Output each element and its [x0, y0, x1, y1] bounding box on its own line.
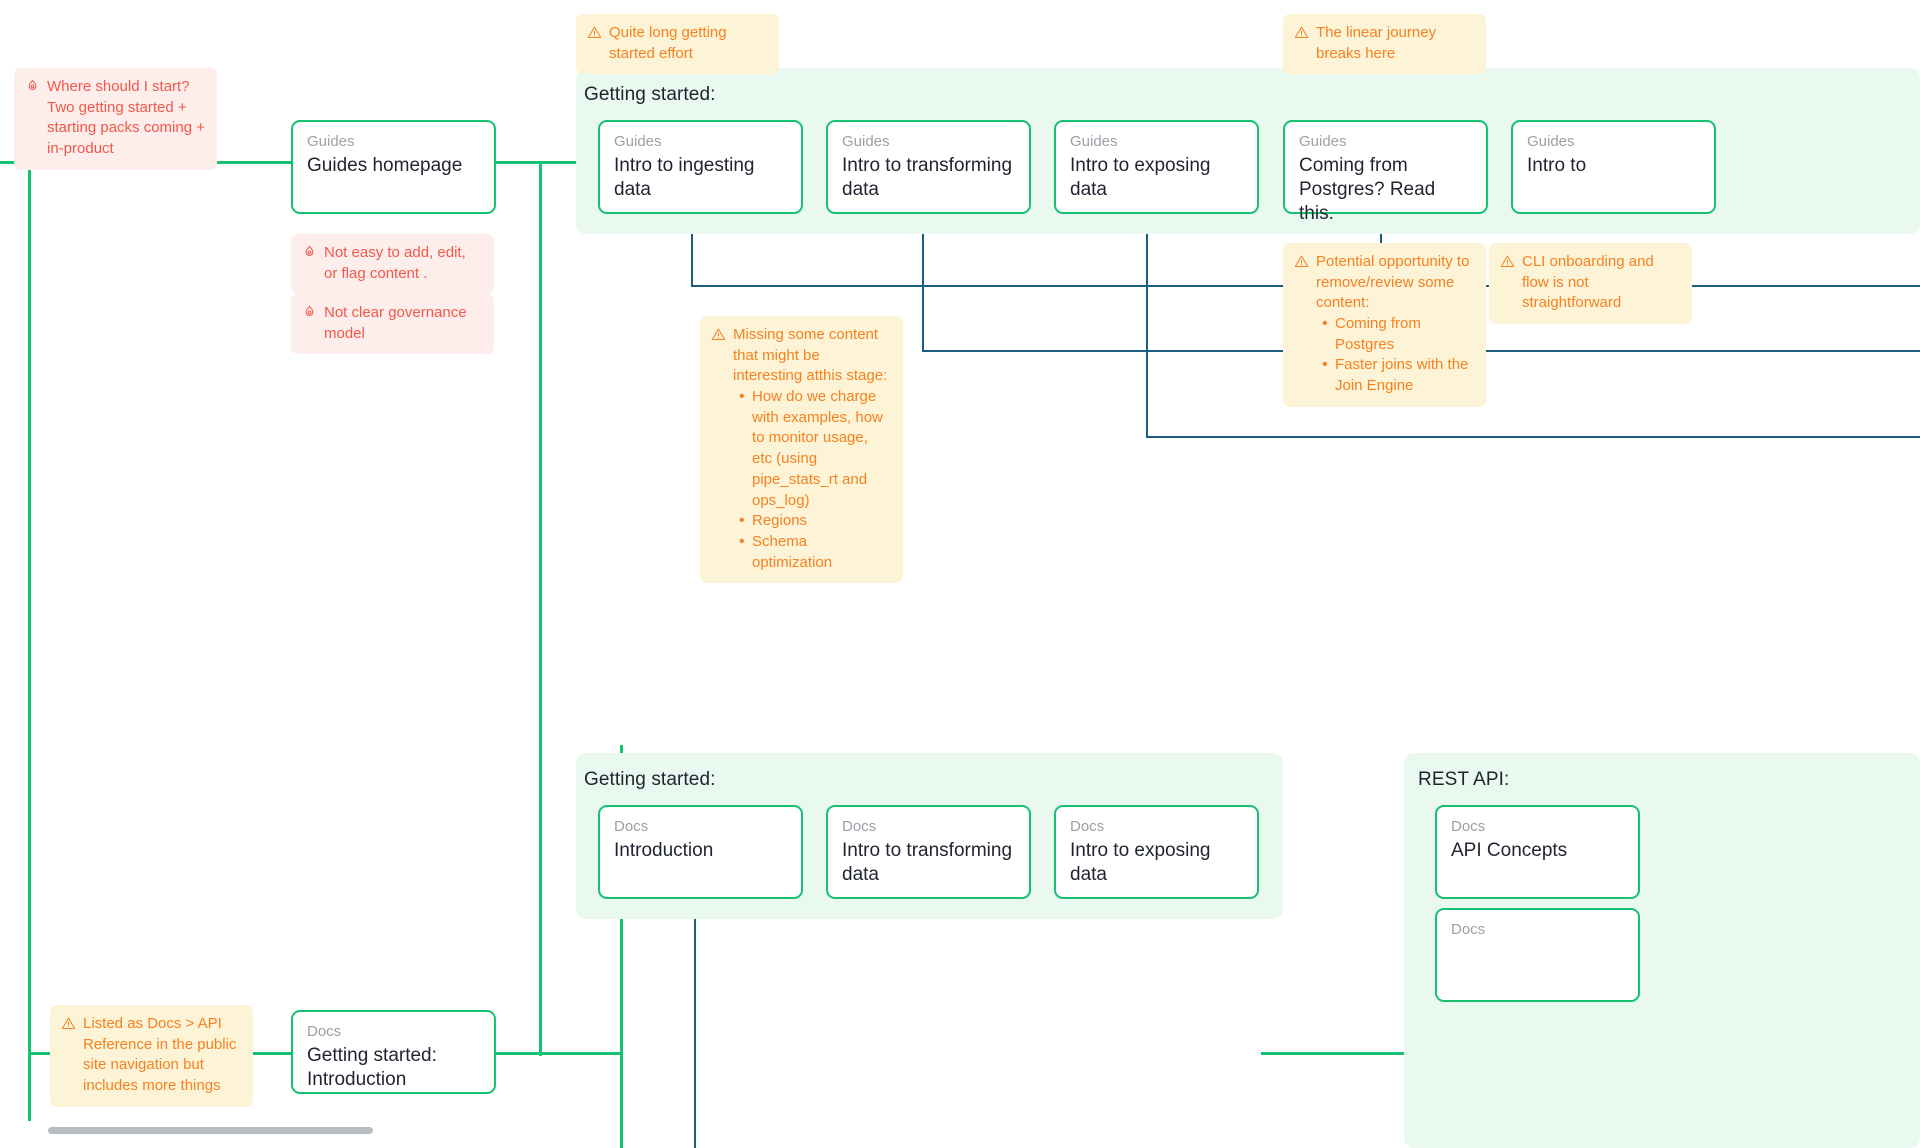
card-kicker: Guides [1527, 133, 1575, 150]
connector-line [539, 1052, 621, 1055]
note-text: The linear journey breaks here [1316, 24, 1437, 62]
note-text: Listed as Docs > API Reference in the pu… [83, 1015, 237, 1095]
connector-line [248, 1052, 293, 1055]
flame-icon [28, 79, 37, 91]
card-docs-intro-transforming[interactable]: Docs Intro to transforming data [826, 805, 1031, 899]
note-bullet: Regions [737, 510, 891, 532]
note-bullet: How do we charge with examples, how to m… [737, 386, 891, 511]
card-kicker: Guides [1070, 133, 1118, 150]
card-kicker: Guides [614, 133, 662, 150]
group-title-docs-getting-started: Getting started: [584, 769, 716, 790]
connector-line-blue [694, 918, 696, 1148]
card-title: Getting started: Introduction [307, 1044, 437, 1091]
card-guides-intro-next[interactable]: Guides Intro to [1511, 120, 1716, 214]
card-title: Intro to ingesting data [614, 154, 755, 201]
note-bullet: Coming from Postgres [1320, 313, 1474, 355]
card-title: Intro to exposing data [1070, 839, 1211, 886]
card-docs-api-concepts[interactable]: Docs API Concepts [1435, 805, 1640, 899]
card-guides-intro-ingesting[interactable]: Guides Intro to ingesting data [598, 120, 803, 214]
flame-icon [305, 245, 314, 257]
group-title-guides-getting-started: Getting started: [584, 84, 716, 105]
connector-line [28, 1052, 64, 1055]
connector-line [28, 161, 31, 1121]
connector-line-blue [1146, 436, 1920, 438]
flame-icon [305, 305, 314, 317]
note-bullet: Faster joins with the Join Engine [1320, 354, 1474, 396]
card-docs-getting-started-introduction[interactable]: Docs Getting started: Introduction [291, 1010, 496, 1094]
group-title-rest-api: REST API: [1418, 769, 1510, 790]
note-where-should-i-start[interactable]: Where should I start? Two getting starte… [14, 68, 217, 170]
note-bullet: Schema optimization [737, 531, 891, 573]
note-text: Not clear governance model [324, 304, 467, 342]
card-docs-introduction[interactable]: Docs Introduction [598, 805, 803, 899]
card-guides-coming-from-postgres[interactable]: Guides Coming from Postgres? Read this. [1283, 120, 1488, 224]
warning-icon [1500, 255, 1515, 267]
note-text: Where should I start? Two getting starte… [47, 78, 205, 158]
note-bullet-list: How do we charge with examples, how to m… [737, 386, 891, 573]
card-docs-intro-exposing[interactable]: Docs Intro to exposing data [1054, 805, 1259, 899]
card-title: Guides homepage [307, 154, 463, 176]
warning-icon [587, 26, 602, 38]
warning-icon [61, 1017, 76, 1029]
connector-line-blue [1146, 212, 1148, 436]
note-text: Not easy to add, edit, or flag content . [324, 244, 466, 282]
card-title: Intro to [1527, 154, 1587, 176]
card-docs-api-next[interactable]: Docs [1435, 908, 1640, 1002]
connector-line [1261, 1052, 1436, 1055]
note-potential-opportunity[interactable]: Potential opportunity to remove/review s… [1283, 243, 1486, 407]
card-title: Intro to exposing data [1070, 154, 1211, 201]
card-title: Intro to transforming data [842, 839, 1013, 886]
card-kicker: Guides [842, 133, 890, 150]
note-bullet-list: Coming from Postgres Faster joins with t… [1320, 313, 1474, 397]
card-title: API Concepts [1451, 839, 1568, 861]
connector-line [620, 745, 623, 1148]
note-not-clear-governance[interactable]: Not clear governance model [291, 294, 494, 355]
note-text: Potential opportunity to remove/review s… [1316, 253, 1470, 312]
note-text: CLI onboarding and flow is not straightf… [1522, 253, 1654, 312]
card-title: Intro to transforming data [842, 154, 1013, 201]
card-kicker: Guides [1299, 133, 1347, 150]
warning-icon [1294, 26, 1309, 38]
connector-line-blue [691, 212, 693, 285]
card-title: Introduction [614, 839, 714, 861]
note-listed-as-docs-api-reference[interactable]: Listed as Docs > API Reference in the pu… [50, 1005, 253, 1107]
card-kicker: Docs [1070, 818, 1105, 835]
card-kicker: Guides [307, 133, 355, 150]
note-text: Missing some content that might be inter… [733, 326, 888, 385]
card-kicker: Docs [842, 818, 877, 835]
note-cli-onboarding[interactable]: CLI onboarding and flow is not straightf… [1489, 243, 1692, 325]
note-linear-journey-breaks[interactable]: The linear journey breaks here [1283, 14, 1486, 75]
horizontal-scrollbar[interactable] [48, 1127, 373, 1134]
connector-line-blue [922, 212, 924, 350]
card-title: Coming from Postgres? Read this. [1299, 154, 1436, 225]
note-quite-long-getting-started[interactable]: Quite long getting started effort [576, 14, 779, 75]
card-kicker: Docs [1451, 921, 1486, 938]
connector-line [495, 161, 597, 164]
warning-icon [711, 328, 726, 340]
card-guides-intro-transforming[interactable]: Guides Intro to transforming data [826, 120, 1031, 214]
warning-icon [1294, 255, 1309, 267]
card-guides-homepage[interactable]: Guides Guides homepage [291, 120, 496, 214]
card-kicker: Docs [307, 1023, 342, 1040]
note-missing-some-content[interactable]: Missing some content that might be inter… [700, 316, 903, 584]
card-kicker: Docs [1451, 818, 1486, 835]
card-guides-intro-exposing[interactable]: Guides Intro to exposing data [1054, 120, 1259, 214]
note-text: Quite long getting started effort [609, 24, 727, 62]
connector-line [539, 161, 542, 1056]
card-kicker: Docs [614, 818, 649, 835]
note-not-easy-to-add-edit-flag[interactable]: Not easy to add, edit, or flag content . [291, 234, 494, 295]
